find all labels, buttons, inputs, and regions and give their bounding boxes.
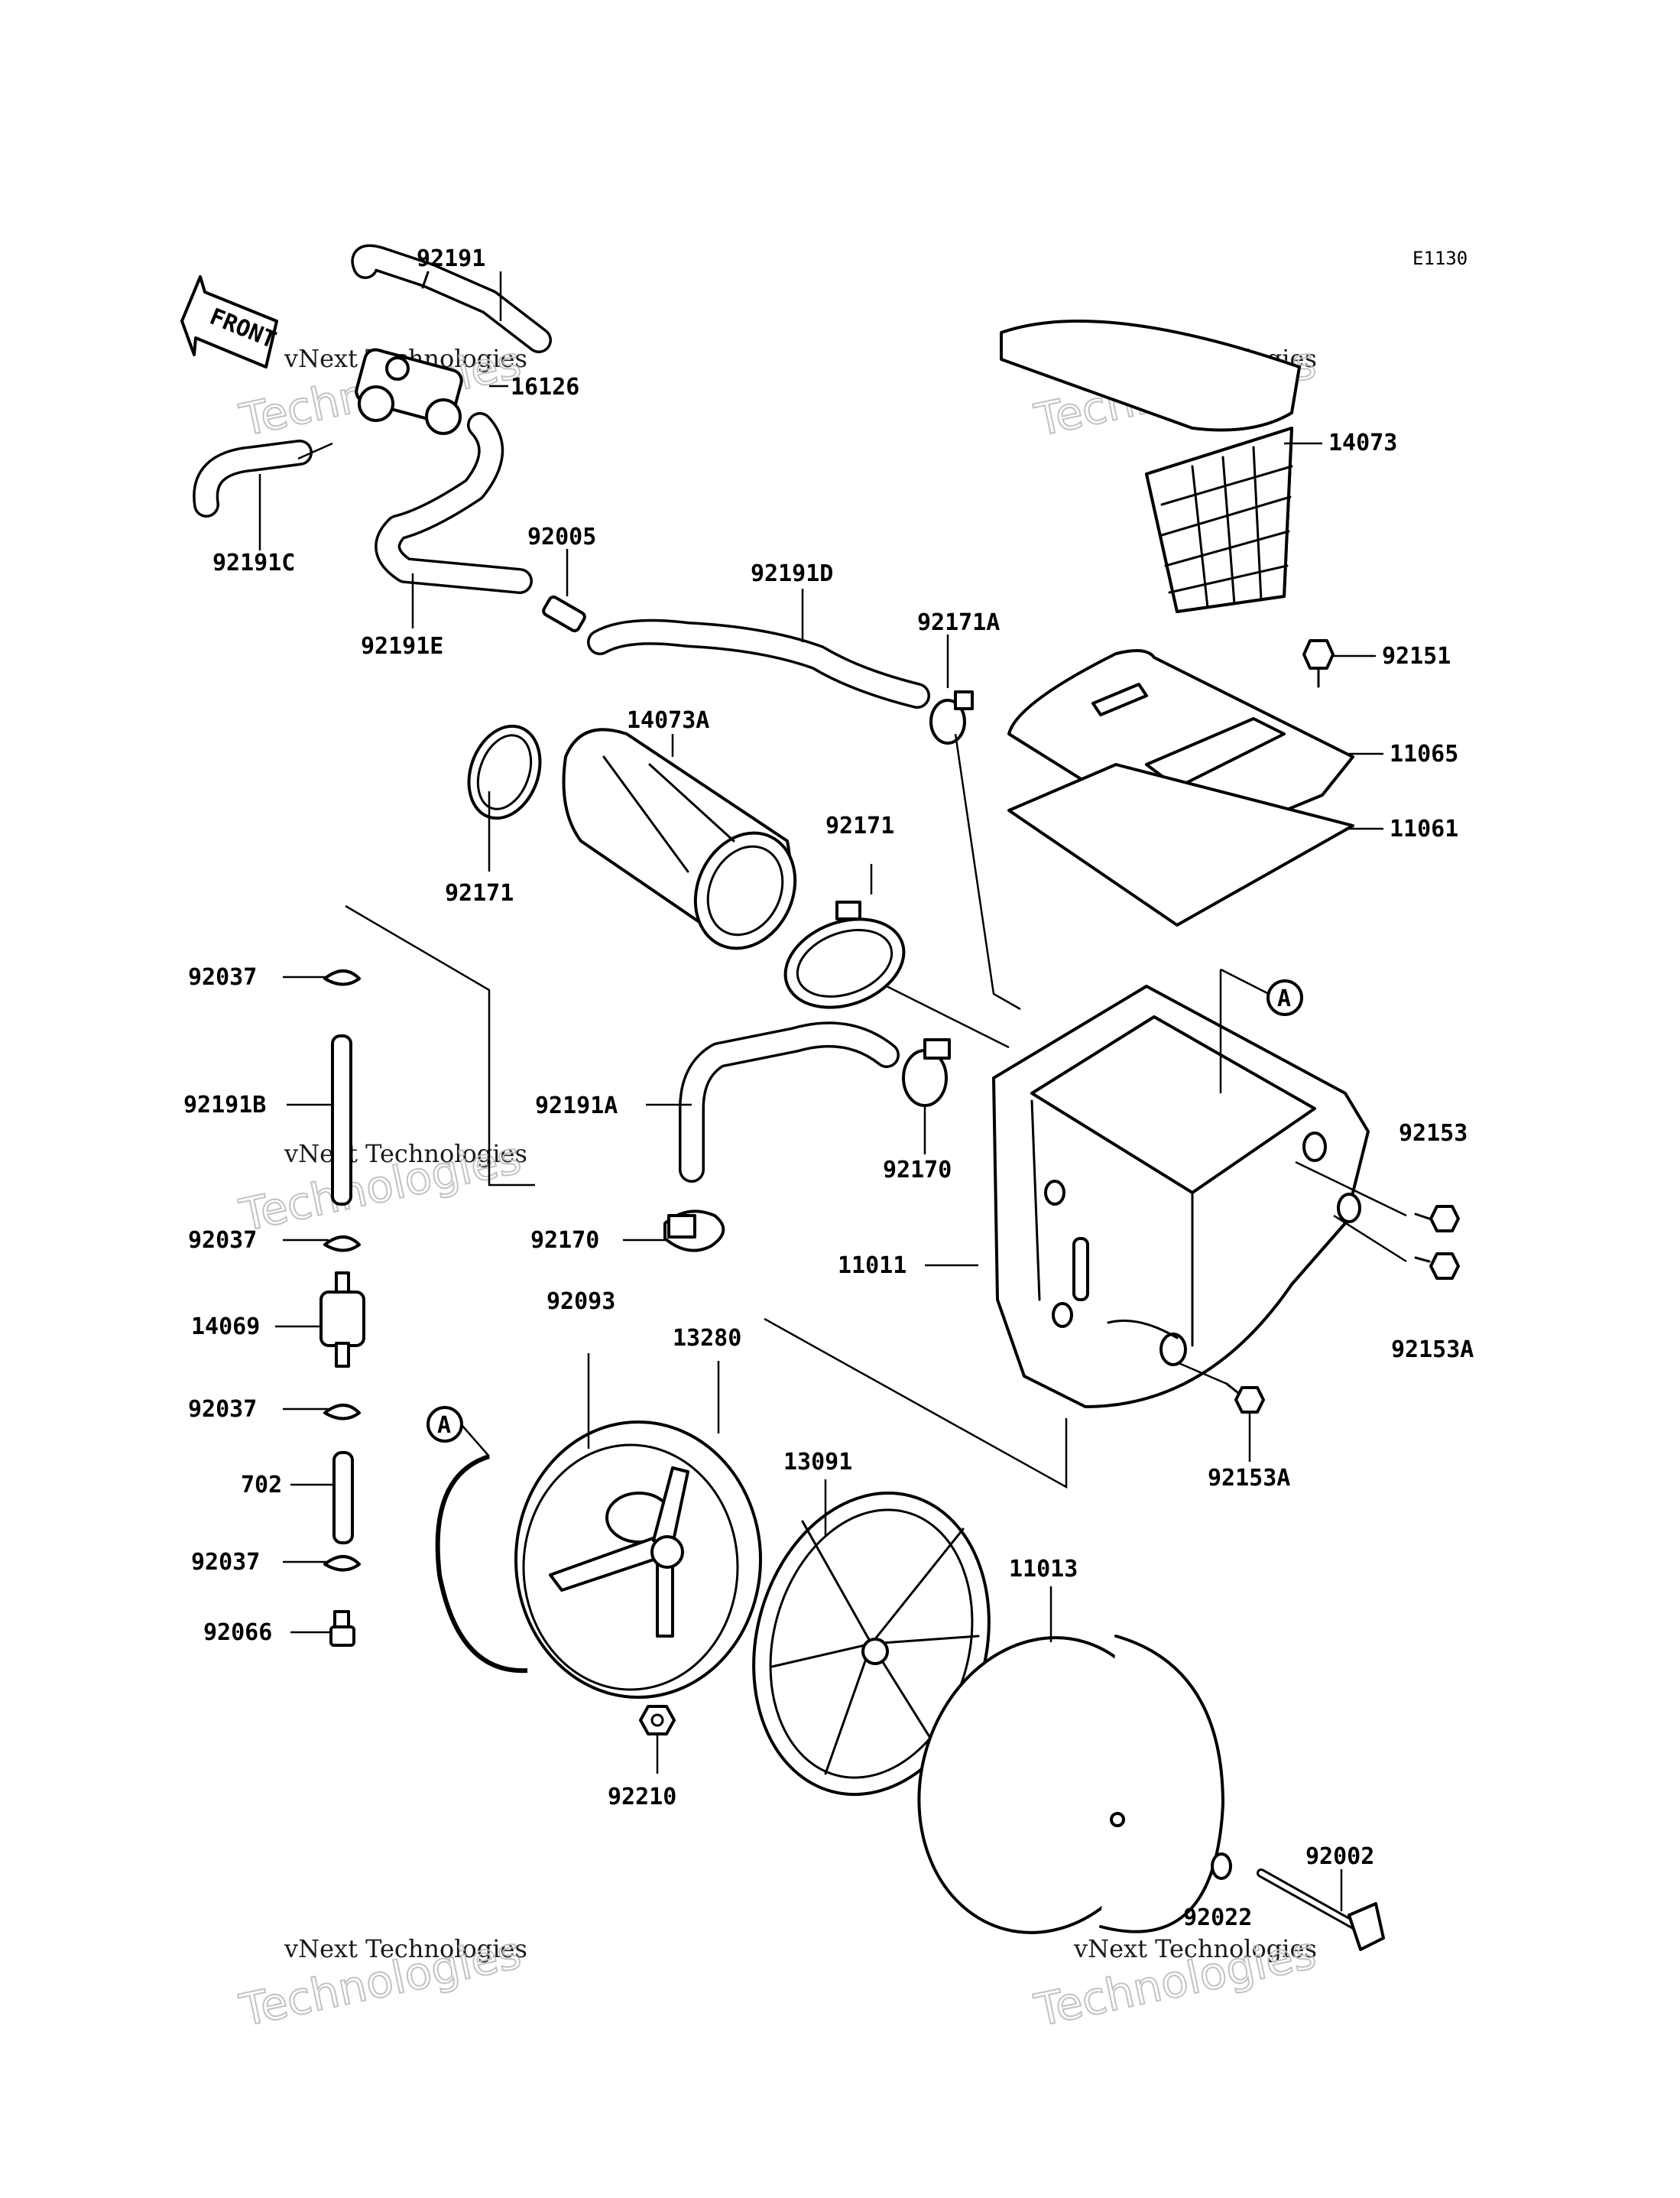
callout-a-top-label: A [1277,985,1291,1012]
label-14069: 14069 [191,1313,260,1340]
gasket-11061 [1007,763,1354,927]
label-11065: 11065 [1390,741,1458,768]
label-92171-left: 92171 [445,880,514,907]
label-92171-right: 92171 [825,813,894,839]
label-92170-top: 92170 [883,1157,952,1183]
label-92171a: 92171A [917,609,1000,636]
label-13280: 13280 [673,1325,741,1352]
air-cleaner-housing-11011 [992,985,1370,1408]
intake-duct-14073 [1000,320,1301,613]
clip-92037-4 [323,1555,361,1572]
label-92191a: 92191A [535,1093,618,1119]
label-92037-4: 92037 [191,1549,260,1576]
label-11013: 11013 [1009,1556,1078,1583]
label-92191d: 92191D [751,560,833,587]
leader-lines [258,271,1407,1911]
bolt-92153a-bottom [1225,1382,1265,1414]
label-14073a: 14073A [627,707,709,734]
screw-92151 [1302,639,1335,688]
label-11061: 11061 [1390,816,1458,843]
label-92002: 92002 [1305,1843,1374,1870]
label-14073: 14073 [1328,430,1397,456]
label-92170-bottom: 92170 [530,1227,599,1254]
label-92022: 92022 [1183,1904,1252,1931]
cleaner-case-13280 [514,1420,762,1699]
bolt-92153a-right [1414,1252,1460,1280]
label-11011: 11011 [838,1252,906,1279]
washer-92022 [1211,1852,1232,1880]
fitting-92005 [542,595,586,633]
label-92093: 92093 [546,1288,615,1315]
label-92153: 92153 [1399,1120,1468,1147]
callout-a-left-label: A [437,1412,451,1439]
label-92191e: 92191E [361,633,443,660]
cover-11065 [1007,649,1354,850]
wing-bolt-92002 [1257,1868,1385,1951]
label-92037-3: 92037 [188,1396,257,1423]
plug-92066 [329,1610,355,1647]
label-92191: 92191 [417,245,485,272]
label-92037-1: 92037 [188,964,257,991]
clip-92037-1 [323,969,361,986]
label-92151: 92151 [1382,643,1451,670]
watermark-text-11: vNext Technologies [1073,1934,1317,1963]
watermark-text-5: vNext Technologies [284,1139,527,1168]
hose-702 [332,1451,354,1544]
label-92005: 92005 [527,524,596,550]
label-92153a-bottom: 92153A [1208,1465,1290,1492]
clip-92037-3 [323,1404,361,1420]
bolt-92153 [1414,1205,1460,1232]
clamp-92171-left [467,724,542,820]
label-92153a-right: 92153A [1391,1336,1474,1363]
hose-92191e [375,412,533,594]
hose-92191d [587,618,930,709]
intake-duct-14073a [562,728,797,950]
hose-92191c [193,440,313,518]
label-92191b: 92191B [183,1092,266,1118]
front-arrow-icon: FRONT [180,275,280,368]
label-92210: 92210 [608,1784,676,1810]
filter-element-11013 [917,1635,1224,1934]
hose-92191a [679,1021,900,1183]
clamp-92171-right [783,901,906,1009]
clip-92037-2 [323,1235,361,1252]
part-labels: 92191 16126 92191C 92005 92191E 92191D 9… [183,245,1474,1931]
diagram-code: E1130 [1412,248,1468,269]
label-92191c: 92191C [212,550,295,576]
nut-92210 [639,1705,676,1735]
hose-92191b [331,1034,352,1206]
clamp-92170-bottom [663,1209,725,1252]
label-13091: 13091 [783,1449,852,1476]
label-702: 702 [241,1472,282,1498]
clamp-92171a [929,690,974,745]
label-16126: 16126 [511,374,579,401]
hose-92191 [351,244,552,353]
valve-16126 [355,348,463,435]
watermark-text-9: vNext Technologies [284,1934,527,1963]
clamp-92170-top [902,1038,951,1107]
label-92066: 92066 [203,1619,272,1646]
fuel-filter-14069 [319,1271,365,1368]
label-92037-2: 92037 [188,1227,257,1254]
callout-a-left: A [426,1406,463,1443]
seal-92093 [435,1454,528,1674]
callout-a-top: A [1266,979,1303,1016]
